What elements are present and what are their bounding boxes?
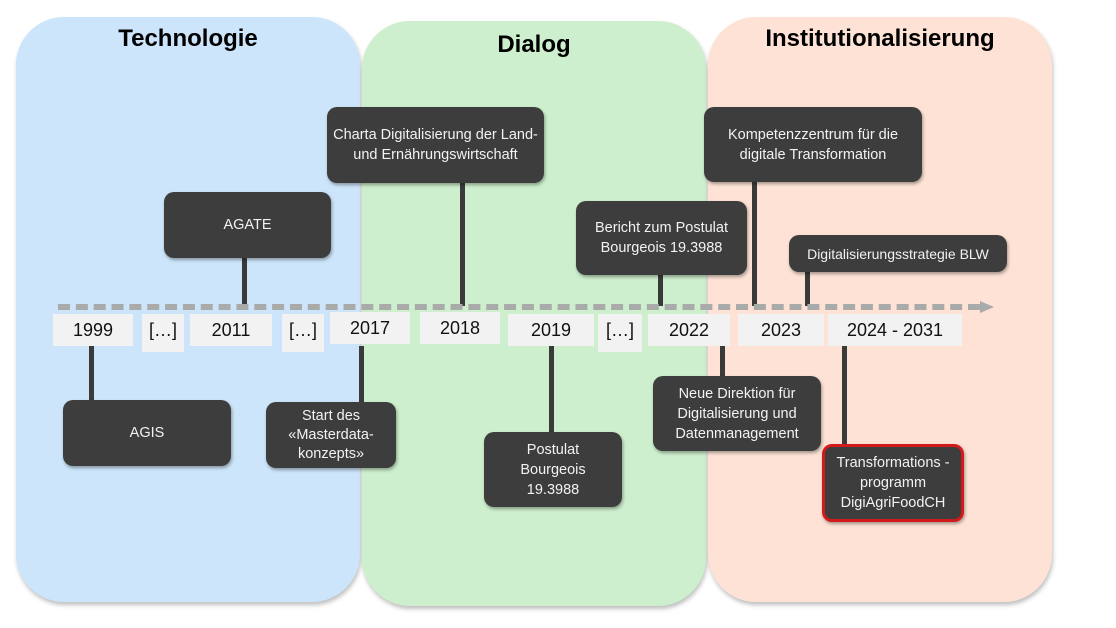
connector-strategie bbox=[805, 270, 810, 306]
event-masterdata: Start des «Masterdata-konzepts» bbox=[266, 402, 396, 468]
phase-title: Institutionalisierung bbox=[765, 25, 995, 52]
connector-agate bbox=[242, 258, 247, 306]
phase-title: Technologie bbox=[118, 25, 258, 52]
event-direktion: Neue Direktion für Digitalisierung und D… bbox=[653, 376, 821, 451]
event-agate: AGATE bbox=[164, 192, 331, 258]
connector-postulat bbox=[549, 346, 554, 434]
year-label-2019: 2019 bbox=[508, 314, 594, 346]
year-label-2023: 2023 bbox=[738, 314, 824, 346]
year-label-ellipsis: […] bbox=[598, 314, 642, 352]
event-bericht: Bericht zum Postulat Bourgeois 19.3988 bbox=[576, 201, 747, 275]
year-label-ellipsis: […] bbox=[282, 314, 324, 352]
connector-bericht bbox=[658, 274, 663, 306]
connector-kompetenz bbox=[752, 180, 757, 306]
event-charta: Charta Digitalisierung der Land- und Ern… bbox=[327, 107, 544, 183]
connector-transformation bbox=[842, 346, 847, 446]
event-transformation: Transformations -programm DigiAgriFoodCH bbox=[822, 444, 964, 522]
phase-title: Dialog bbox=[497, 31, 571, 58]
event-kompetenz: Kompetenzzentrum für die digitale Transf… bbox=[704, 107, 922, 182]
connector-direktion bbox=[720, 344, 725, 378]
year-label-2022: 2022 bbox=[648, 314, 730, 346]
connector-agis bbox=[89, 346, 94, 402]
year-label-1999: 1999 bbox=[53, 314, 133, 346]
year-label-2011: 2011 bbox=[190, 314, 272, 346]
year-label-2024-2031: 2024 - 2031 bbox=[828, 314, 962, 346]
connector-charta bbox=[460, 182, 465, 306]
timeline-axis bbox=[58, 304, 980, 310]
event-strategie: Digitalisierungsstrategie BLW bbox=[789, 235, 1007, 272]
year-label-2018: 2018 bbox=[420, 312, 500, 344]
timeline-arrow-icon bbox=[980, 301, 994, 313]
event-postulat: Postulat Bourgeois 19.3988 bbox=[484, 432, 622, 507]
year-label-ellipsis: […] bbox=[142, 314, 184, 352]
year-label-2017: 2017 bbox=[330, 312, 410, 344]
event-agis: AGIS bbox=[63, 400, 231, 466]
connector-masterdata bbox=[359, 346, 364, 404]
